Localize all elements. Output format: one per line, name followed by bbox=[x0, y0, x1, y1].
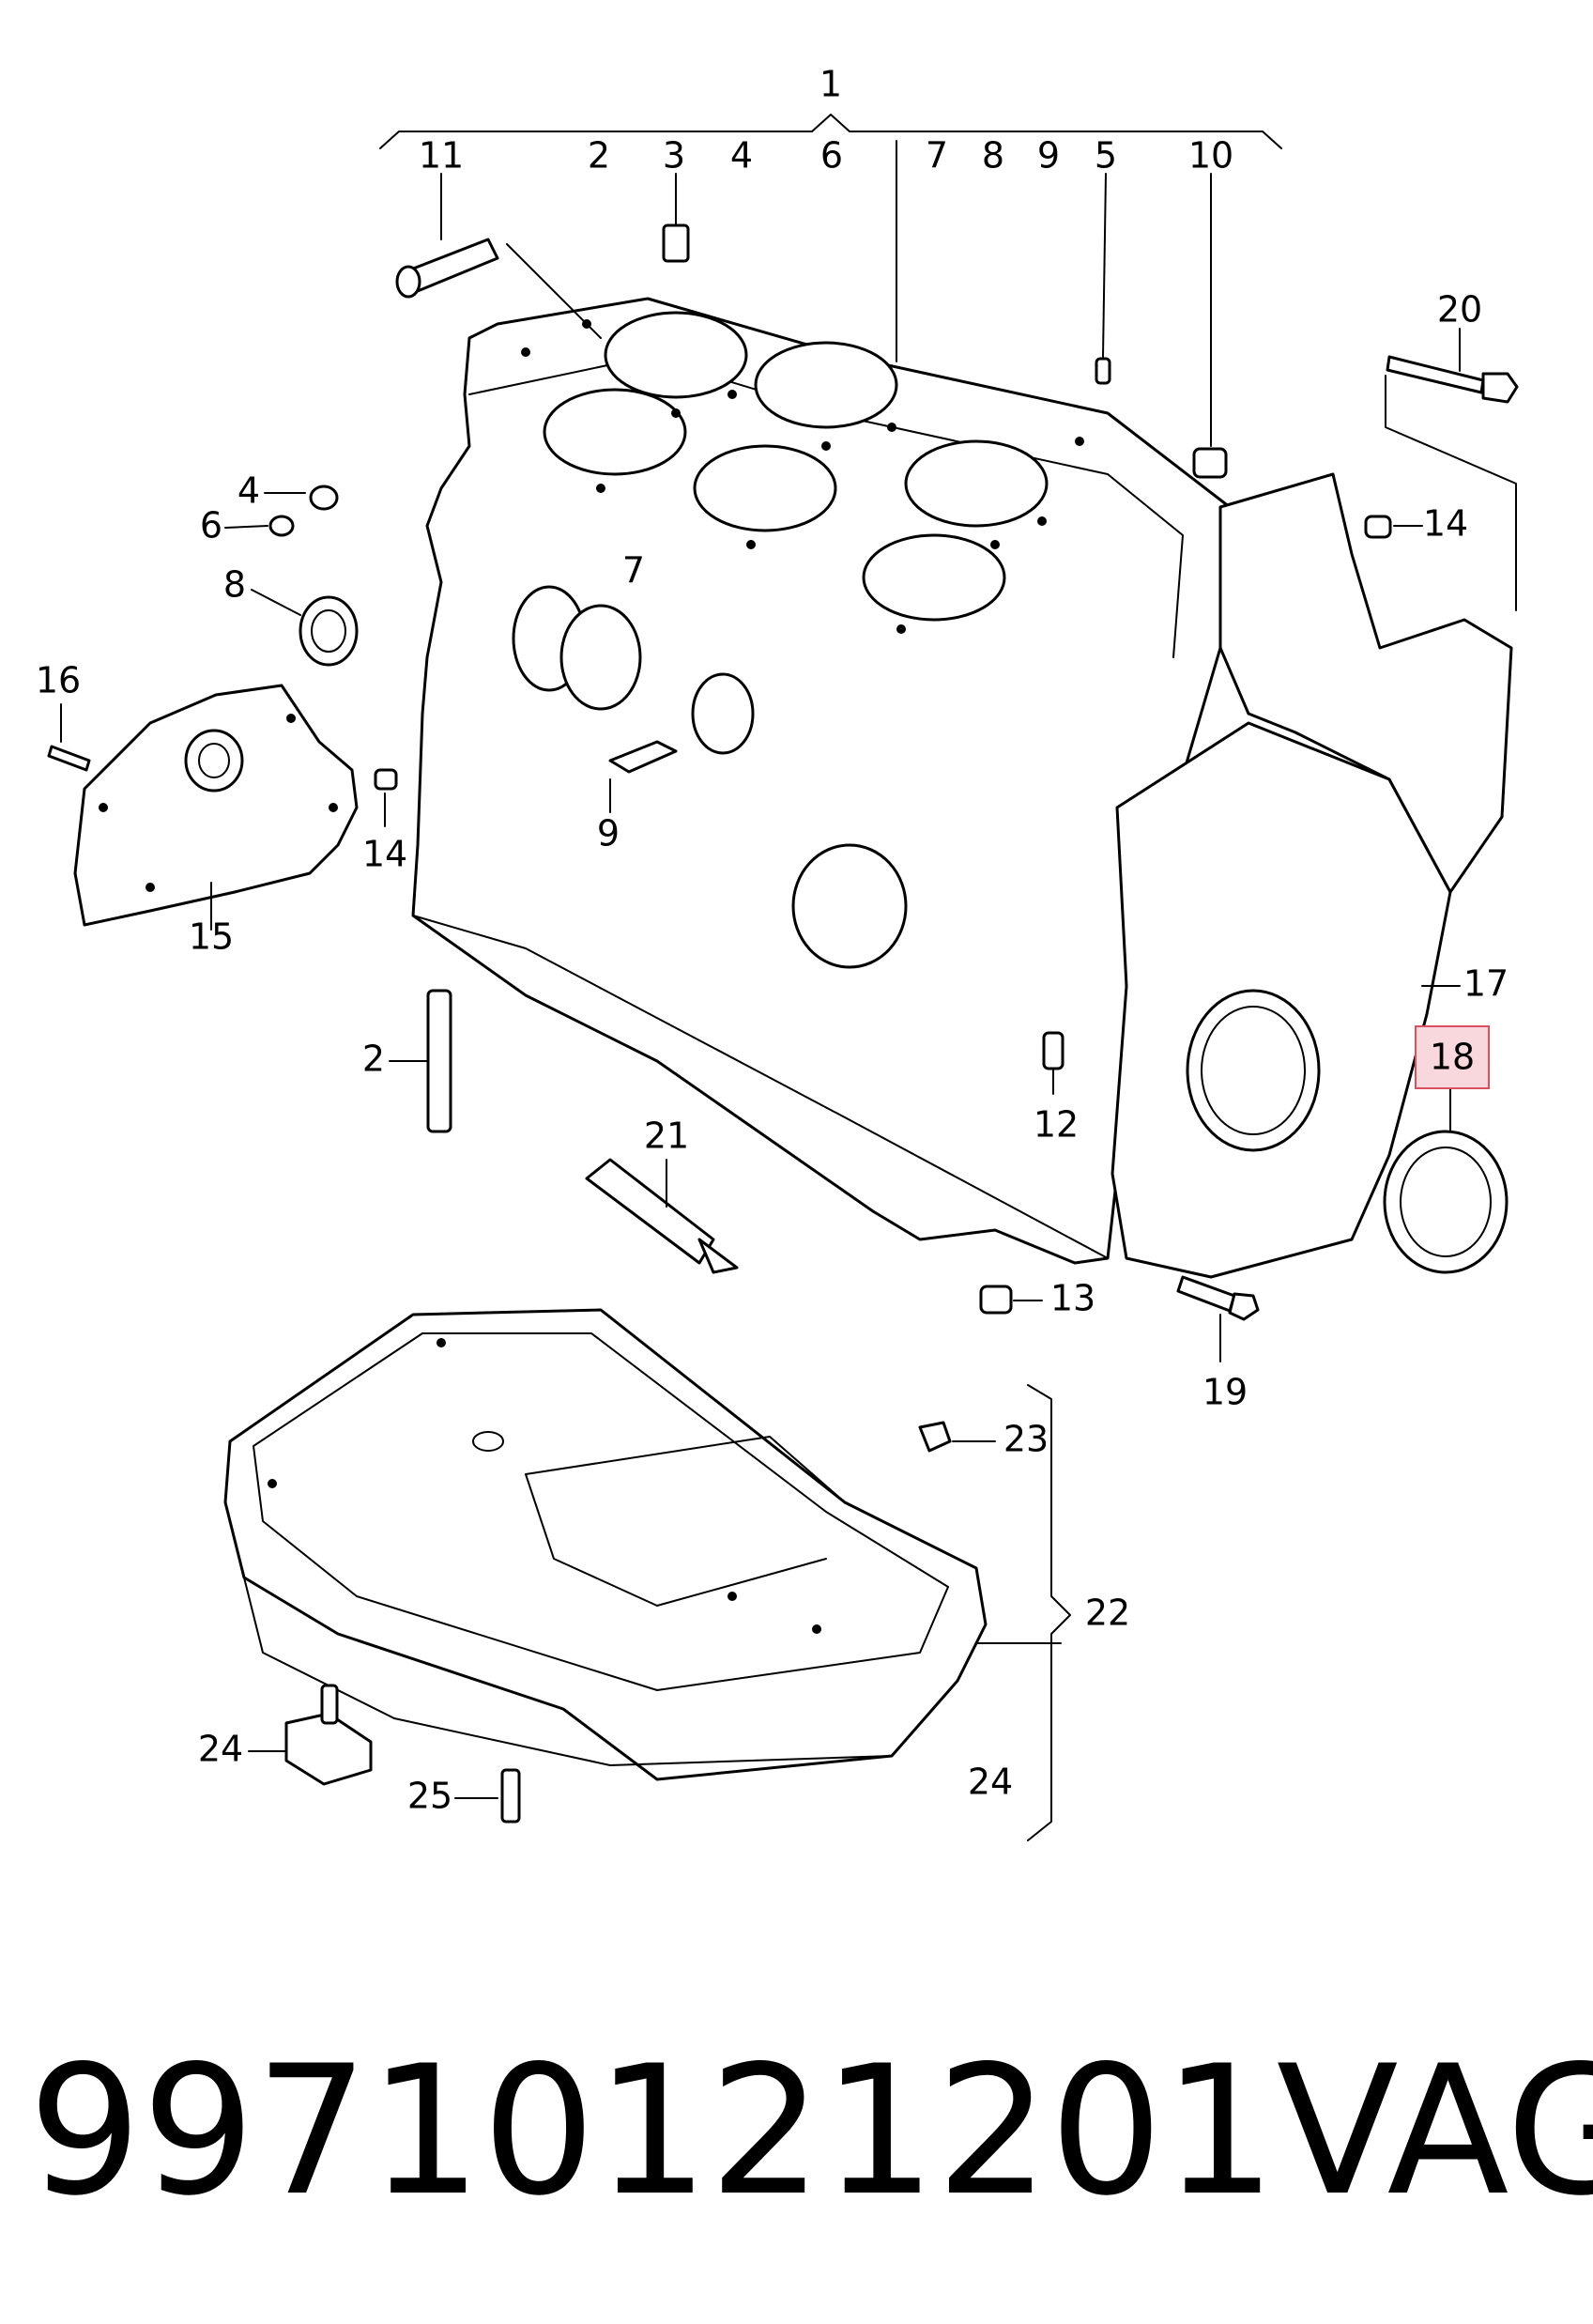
group-1-bracket bbox=[379, 114, 1282, 149]
callout-11[interactable]: 11 bbox=[419, 135, 464, 177]
part-caption: 99710121201 VAG bbox=[28, 2009, 1593, 2254]
oil-pan bbox=[223, 1308, 988, 1781]
deck-holes bbox=[521, 319, 1084, 634]
callout-7-top[interactable]: 7 bbox=[926, 135, 948, 177]
callout-25[interactable]: 25 bbox=[407, 1776, 452, 1817]
brand-name: VAG bbox=[1276, 2027, 1593, 2235]
front-cover bbox=[73, 684, 359, 927]
callout-4-top[interactable]: 4 bbox=[730, 135, 753, 177]
callout-5[interactable]: 5 bbox=[1095, 135, 1117, 177]
callout-21[interactable]: 21 bbox=[644, 1116, 689, 1157]
callout-6-left[interactable]: 6 bbox=[200, 505, 222, 546]
callout-17[interactable]: 17 bbox=[1463, 963, 1509, 1005]
callout-13[interactable]: 13 bbox=[1050, 1278, 1095, 1319]
callout-10[interactable]: 10 bbox=[1188, 135, 1233, 177]
callout-18[interactable]: 18 bbox=[1430, 1037, 1475, 1078]
callout-1[interactable]: 1 bbox=[819, 64, 842, 105]
callout-labels: 1 11 2 3 4 6 7 8 9 5 10 20 4 6 8 14 7 16… bbox=[36, 64, 1509, 1817]
callout-23[interactable]: 23 bbox=[1003, 1419, 1049, 1460]
callout-9-top[interactable]: 9 bbox=[1037, 135, 1060, 177]
callout-12[interactable]: 12 bbox=[1034, 1104, 1079, 1146]
highlight-box-18 bbox=[1415, 1025, 1490, 1089]
callout-2-bolt[interactable]: 2 bbox=[362, 1039, 385, 1080]
part-number: 99710121201 bbox=[28, 2027, 1277, 2235]
callout-9-mid[interactable]: 9 bbox=[597, 813, 620, 854]
callout-8-left[interactable]: 8 bbox=[223, 564, 246, 606]
callout-6-top[interactable]: 6 bbox=[820, 135, 843, 177]
callout-24-right[interactable]: 24 bbox=[968, 1762, 1013, 1803]
callout-2-top[interactable]: 2 bbox=[588, 135, 610, 177]
callout-20[interactable]: 20 bbox=[1437, 289, 1482, 331]
callout-7-mid[interactable]: 7 bbox=[622, 550, 645, 592]
callout-8-top[interactable]: 8 bbox=[982, 135, 1004, 177]
callout-24-left[interactable]: 24 bbox=[198, 1729, 243, 1770]
leader-lines bbox=[60, 140, 1461, 1841]
callout-16[interactable]: 16 bbox=[36, 660, 81, 701]
callout-22[interactable]: 22 bbox=[1085, 1593, 1130, 1634]
callout-3[interactable]: 3 bbox=[663, 135, 685, 177]
callout-4-left[interactable]: 4 bbox=[237, 470, 260, 512]
callout-15[interactable]: 15 bbox=[189, 916, 234, 958]
callout-19[interactable]: 19 bbox=[1202, 1372, 1248, 1413]
callout-14-left[interactable]: 14 bbox=[362, 834, 407, 875]
seal-ring-part bbox=[1383, 1130, 1509, 1274]
callout-14-right[interactable]: 14 bbox=[1423, 503, 1468, 545]
parts-small bbox=[47, 223, 1519, 1824]
engine-block bbox=[411, 297, 1513, 1279]
